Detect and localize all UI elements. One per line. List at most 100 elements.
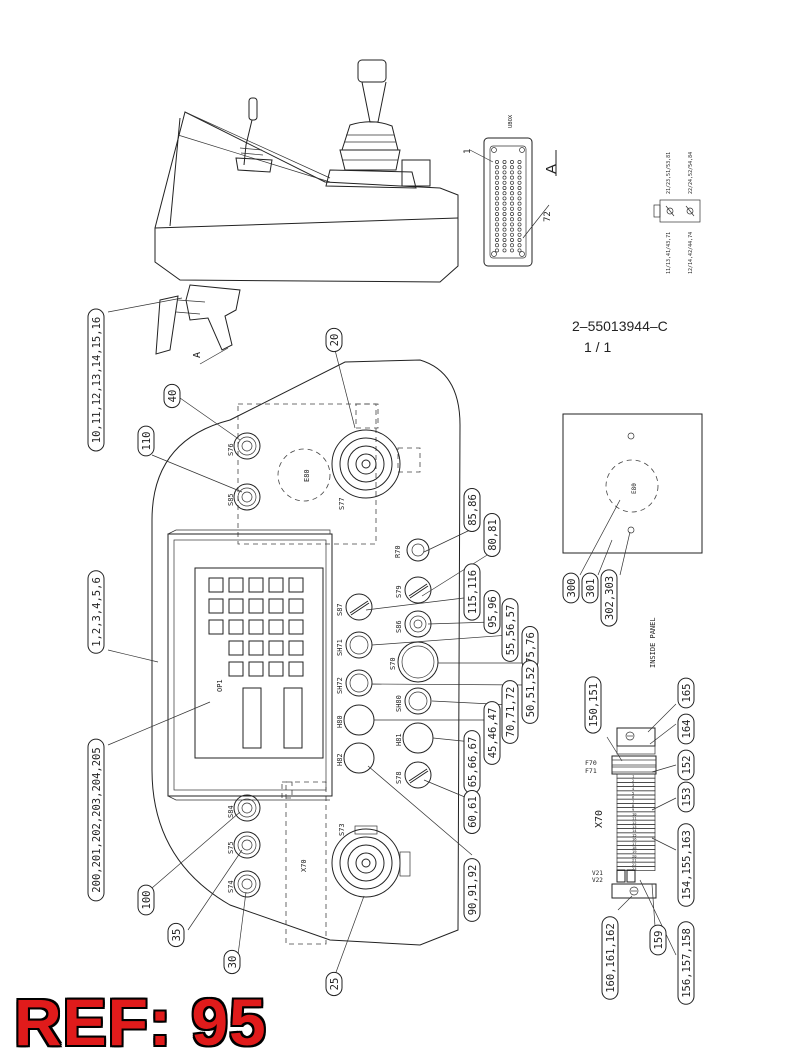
connector-pin — [517, 201, 522, 206]
connector-pin — [495, 248, 499, 253]
label-v21: V21 — [592, 870, 603, 877]
op1-key — [228, 640, 244, 656]
connector-pin — [502, 186, 507, 190]
connector-pin — [510, 238, 514, 242]
op1-key — [288, 661, 304, 677]
connector-pin — [502, 165, 507, 170]
section-view-a: A — [543, 164, 560, 174]
op1-key — [208, 598, 224, 614]
connector-pin — [502, 238, 507, 242]
connector-pin — [517, 243, 522, 248]
terminal-number: 15 — [632, 832, 637, 837]
terminal-number: 19 — [632, 849, 637, 854]
op1-key — [248, 661, 264, 677]
connector-pin — [510, 217, 514, 222]
terminal-number: 8 — [632, 803, 635, 808]
op1-key — [248, 577, 264, 593]
connector-pin — [510, 227, 514, 232]
connector-pin — [495, 212, 499, 216]
connector-pin — [510, 175, 514, 180]
svg-text:302,303: 302,303 — [604, 576, 616, 620]
callout-200: 200,201,202,203,204,205 — [87, 738, 105, 902]
inside-panel-title: INSIDE PANEL — [649, 617, 657, 668]
callout-80: 80,81 — [483, 513, 501, 557]
terminal-number: 18 — [632, 845, 637, 850]
svg-text:90,91,92: 90,91,92 — [467, 865, 479, 916]
connector-pin — [517, 186, 522, 190]
connector-pin — [517, 180, 522, 185]
connector-pin — [517, 222, 522, 227]
connector-pin — [502, 212, 507, 216]
svg-text:85,86: 85,86 — [467, 494, 479, 526]
svg-text:35: 35 — [171, 929, 183, 942]
connector-pin — [517, 238, 522, 242]
svg-text:164: 164 — [681, 720, 693, 739]
connector-pin — [517, 212, 522, 216]
connector-pin — [510, 248, 514, 253]
terminal-number: 2 — [632, 778, 634, 783]
callout-70: 70,71,72 — [501, 680, 519, 744]
op1-key — [208, 577, 224, 593]
connector-pin — [495, 170, 499, 175]
op1-key — [268, 598, 284, 614]
label-s87: S87 — [336, 603, 344, 616]
connector-pin — [510, 232, 514, 237]
connector-pin — [495, 180, 499, 185]
svg-text:156,157,158: 156,157,158 — [681, 928, 693, 998]
connector-pin — [510, 170, 514, 175]
callout-95: 95,96 — [483, 590, 501, 634]
label-s79: S79 — [395, 585, 403, 598]
callout-30: 30 — [223, 949, 241, 975]
callout-65: 65,66,67 — [463, 730, 481, 794]
connector-pin — [495, 217, 499, 222]
terminal-number: 23 — [632, 866, 637, 871]
terminal-number: 13 — [632, 824, 637, 829]
ref-badge: REF: 95 — [14, 985, 267, 1059]
svg-text:100: 100 — [141, 891, 153, 910]
label-h80: H80 — [336, 715, 344, 728]
terminal-number: 11 — [632, 816, 637, 821]
svg-text:160,161,162: 160,161,162 — [605, 923, 617, 993]
terminal-number: 17 — [632, 841, 637, 846]
terminal-number: 6 — [632, 795, 635, 800]
svg-text:45,46,47: 45,46,47 — [487, 708, 499, 759]
terminal-number: 4 — [632, 786, 635, 791]
svg-text:165: 165 — [681, 684, 693, 703]
leader-lines — [107, 297, 531, 976]
label-s74: S74 — [227, 880, 235, 893]
svg-text:65,66,67: 65,66,67 — [467, 737, 479, 788]
console-side-view: A — [154, 59, 459, 365]
label-s76: S76 — [227, 443, 235, 456]
panel-devices — [233, 429, 439, 898]
callout-160: 160,161,162 — [601, 916, 619, 1000]
connector-pin — [510, 180, 514, 185]
connector-pin — [510, 222, 514, 227]
connector-pin — [502, 243, 507, 248]
terminal-number: 16 — [632, 837, 637, 842]
callout-35: 35 — [167, 922, 185, 948]
connector-pin — [502, 170, 507, 175]
connector-pin — [517, 217, 522, 222]
terminal-number: 7 — [632, 799, 634, 804]
connector-pin — [495, 175, 499, 180]
callout-152: 152 — [677, 749, 695, 781]
op1-key — [288, 577, 304, 593]
callout-20: 20 — [325, 327, 343, 353]
connector-pin — [495, 243, 499, 248]
op1-key — [268, 619, 284, 635]
op1-key — [288, 640, 304, 656]
callout-100: 100 — [137, 884, 155, 916]
connector-pin — [510, 165, 514, 170]
connector-pin — [502, 180, 507, 185]
connector-pin — [502, 217, 507, 222]
connector-pin — [495, 222, 499, 227]
terminal-block — [616, 798, 656, 804]
label-e80-inside: E80 — [631, 483, 638, 494]
connector-pin — [517, 170, 522, 175]
connector-pin — [495, 160, 499, 164]
connector-pin — [510, 191, 514, 196]
callout-10-16: 10,11,12,13,14,15,16 — [87, 308, 105, 452]
label-s86: S86 — [395, 620, 403, 633]
op1-key — [248, 640, 264, 656]
